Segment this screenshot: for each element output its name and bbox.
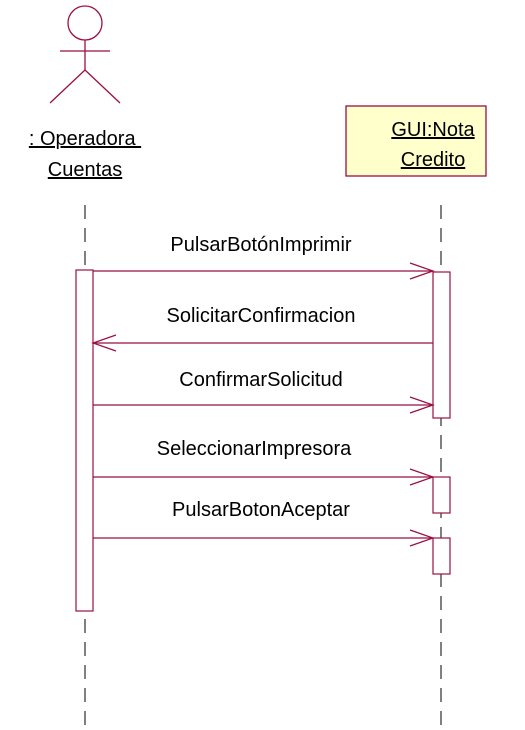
message-arrow-2	[91, 334, 433, 352]
message-label-3: ConfirmarSolicitud	[179, 369, 342, 391]
actor-name-line1: : Operadora	[29, 128, 141, 150]
object-activation-bar-1	[432, 271, 451, 419]
message-arrow-1	[93, 262, 435, 280]
actor-left-leg	[49, 69, 86, 104]
actor-icon	[49, 5, 121, 104]
actor-activation-bar	[75, 269, 94, 612]
message-arrow-5	[93, 529, 435, 547]
message-label-4: SeleccionarImpresora	[157, 438, 352, 460]
message-arrow-4	[93, 468, 435, 486]
message-label-1: PulsarBotónImprimir	[170, 234, 352, 256]
actor-right-leg	[84, 69, 121, 104]
actor-head	[67, 5, 103, 41]
message-arrow-3	[93, 396, 435, 414]
object-activation-bar-3	[432, 537, 451, 575]
actor-name-line2: Cuentas	[48, 159, 123, 181]
object-activation-bar-2	[432, 476, 451, 514]
object-name-line2: Credito	[401, 149, 465, 171]
message-label-5: PulsarBotonAceptar	[172, 499, 350, 521]
message-label-2: SolicitarConfirmacion	[167, 305, 356, 327]
object-box	[345, 105, 487, 177]
object-name-line1: GUI:Nota	[391, 119, 475, 141]
